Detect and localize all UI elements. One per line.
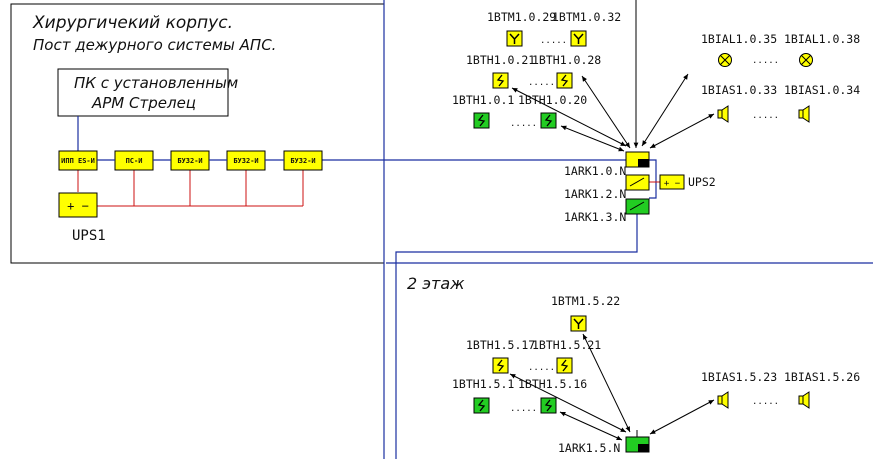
sound-alarm-icon	[798, 391, 810, 409]
bth-label: 1BTH1.0.21	[466, 53, 535, 67]
heat-detector-icon	[492, 357, 509, 374]
ellipsis: .....	[752, 397, 779, 407]
sound-alarm-icon	[717, 105, 729, 123]
ups2-symbol: + −	[664, 179, 681, 189]
ups1-symbol: + −	[67, 199, 89, 213]
bth-label: 1BTH1.5.16	[518, 377, 587, 391]
ellipsis: .....	[528, 78, 555, 88]
ark-label: 1ARK1.0.N	[564, 164, 626, 178]
pc-box-line1: ПК с установленным	[74, 74, 238, 92]
heat-detector-icon	[540, 112, 557, 129]
ark-label: 1ARK1.5.N	[558, 441, 620, 455]
heat-detector-icon	[556, 357, 573, 374]
bias-label: 1BIAS1.5.23	[701, 370, 777, 384]
heat-detector-icon	[540, 397, 557, 414]
manual-call-point-icon	[570, 30, 587, 47]
bias-label: 1BIAS1.0.34	[784, 83, 860, 97]
floor2-label: 2 этаж	[407, 274, 465, 293]
ark-unit-floor2	[625, 430, 650, 453]
ellipsis: .....	[540, 36, 567, 46]
bias-label: 1BIAS1.0.33	[701, 83, 777, 97]
ark-unit-switch	[625, 174, 650, 191]
rack-module-label: БУ32-И	[290, 157, 315, 165]
rack-module-label: БУ32-И	[233, 157, 258, 165]
ark-label: 1ARK1.3.N	[564, 210, 626, 224]
building-title-line2: Пост дежурного системы АПС.	[33, 36, 276, 54]
bth-label: 1BTH1.5.17	[466, 338, 535, 352]
ellipsis: .....	[752, 111, 779, 121]
rack-module: ПС-И	[114, 150, 154, 171]
rack-module: ИПП ES-И	[58, 150, 98, 171]
heat-detector-icon	[473, 112, 490, 129]
rack-module: БУ32-И	[283, 150, 323, 171]
link-arrow	[509, 333, 715, 441]
ark-label: 1ARK1.2.N	[564, 187, 626, 201]
manual-call-point-icon	[570, 315, 587, 332]
pc-box-line2: АРМ Стрелец	[91, 94, 196, 112]
pc-box	[57, 68, 229, 117]
btm-label: 1BTM1.0.29	[487, 10, 556, 24]
ellipsis: .....	[752, 56, 779, 66]
rack-module-label: БУ32-И	[177, 157, 202, 165]
interface-line	[77, 0, 873, 459]
bth-label: 1BTH1.0.20	[518, 93, 587, 107]
bial-label: 1BIAL1.0.35	[701, 32, 777, 46]
heat-detector-icon	[473, 397, 490, 414]
ellipsis: .....	[528, 363, 555, 373]
btm-label: 1BTM1.0.32	[552, 10, 621, 24]
bth-label: 1BTH1.5.1	[452, 377, 514, 391]
rack-module: БУ32-И	[226, 150, 266, 171]
manual-call-point-icon	[506, 30, 523, 47]
sound-alarm-icon	[798, 105, 810, 123]
ups2-label: UPS2	[688, 175, 716, 189]
bial-label: 1BIAL1.0.38	[784, 32, 860, 46]
ups1-label: UPS1	[72, 228, 106, 244]
btm-label: 1BTM1.5.22	[551, 294, 620, 308]
rack-module: БУ32-И	[170, 150, 210, 171]
ellipsis: .....	[510, 404, 537, 414]
light-alarm-icon	[799, 53, 813, 67]
ark-unit-switch-green	[625, 198, 650, 215]
power-line	[77, 170, 660, 207]
bias-label: 1BIAS1.5.26	[784, 370, 860, 384]
rack-module-label: ПС-И	[126, 157, 143, 165]
ups1-box	[58, 192, 98, 218]
bth-label: 1BTH1.0.1	[452, 93, 514, 107]
bth-label: 1BTH1.0.28	[532, 53, 601, 67]
light-alarm-icon	[718, 53, 732, 67]
building-title-line1: Хирургичекий корпус.	[32, 13, 233, 33]
ups2-box	[659, 174, 685, 190]
sound-alarm-icon	[717, 391, 729, 409]
heat-detector-icon	[556, 72, 573, 89]
ellipsis: .....	[510, 119, 537, 129]
ark-unit-main	[625, 151, 650, 168]
link-arrow	[511, 73, 715, 152]
rack-module-label: ИПП ES-И	[61, 157, 95, 165]
heat-detector-icon	[492, 72, 509, 89]
